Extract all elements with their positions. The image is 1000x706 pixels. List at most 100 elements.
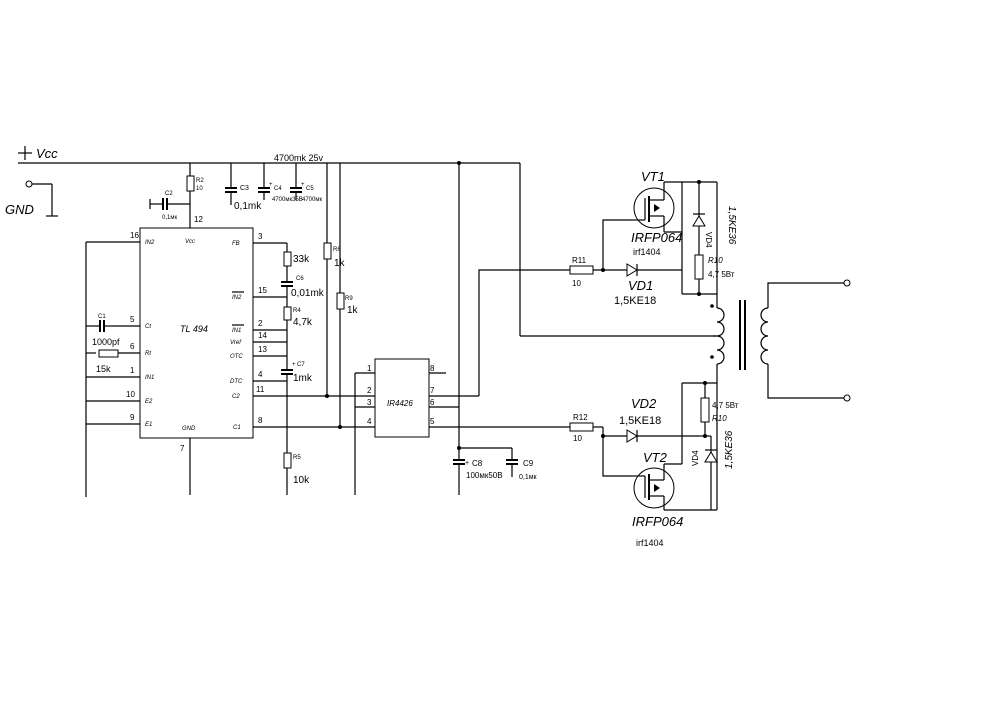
r11-ref: R11 (572, 256, 587, 265)
capacitor-c4: + C4 4700мк35В (258, 163, 303, 203)
resistor-r12: R12 10 (569, 413, 594, 443)
r4-value: 4,7k (293, 317, 313, 328)
tl494-pin16: 16 (130, 231, 139, 240)
resistor-r6: R6 1k (323, 163, 346, 396)
c7-ref: C7 (297, 362, 305, 368)
vd4-bot-ref: VD4 (691, 450, 700, 466)
c6-value: 0,01mk (291, 288, 325, 299)
vd1-value: 1,5KE18 (614, 295, 656, 307)
tl494-pin12: 12 (194, 215, 203, 224)
ir4426-pin3: 3 (367, 398, 372, 407)
ir4426-chip: IR4426 1 2 3 4 8 7 6 5 (330, 358, 570, 438)
tl494-pin1-label: IN1 (145, 375, 154, 381)
r2-value: 10 (196, 186, 203, 192)
c3-ref: C3 (240, 185, 249, 192)
gnd-label: GND (5, 202, 34, 217)
ir4426-pin2: 2 (367, 386, 372, 395)
r9-ref: R9 (345, 296, 353, 302)
vt2-part: IRFP064 (632, 514, 683, 529)
c9-ref: C9 (523, 459, 534, 468)
r10-top-ref: R10 (708, 256, 723, 265)
r3-value: 33k (293, 254, 310, 265)
capacitor-c2: C2 0,1мк (149, 191, 190, 221)
rt-value: 15k (96, 364, 111, 374)
resistor-r4: R4 4,7k (283, 306, 313, 328)
c8-ref: C8 (472, 459, 483, 468)
tl494-pin2: 2 (258, 319, 263, 328)
tl494-pin15-label: IN2 (232, 295, 242, 301)
mosfet-vt1: VT1 IRFP064 irf1404 (631, 169, 682, 257)
tl494-pin6-label: Rt (145, 351, 151, 357)
transformer (710, 279, 851, 402)
tl494-pin16-label: IN2 (145, 240, 155, 246)
c1-ref: C1 (98, 314, 106, 320)
vt1-ref: VT1 (641, 169, 665, 184)
c7-plus: + (292, 362, 296, 368)
vt1-part: IRFP064 (631, 230, 682, 245)
tl494-pin8-label: C1 (233, 425, 241, 431)
c8-plus: + (465, 460, 469, 467)
vd4-bot-value: 1,5KE36 (724, 430, 735, 469)
diode-vd1: VD1 1,5KE18 (614, 263, 682, 307)
r5-value: 10k (293, 475, 310, 486)
r4-ref: R4 (293, 308, 301, 314)
vd4-top-ref: VD4 (704, 232, 713, 248)
tl494-pin13-label: OTC (230, 354, 243, 360)
vd2-ref: VD2 (631, 396, 657, 411)
r10-bot-value: 4,7 5Вт (712, 401, 739, 410)
r2-ref: R2 (196, 178, 204, 184)
ir4426-pin8: 8 (430, 364, 435, 373)
capacitor-c8: + C8 100мк50В (453, 448, 503, 495)
r5-ref: R5 (293, 455, 301, 461)
r12-ref: R12 (573, 413, 588, 422)
vt2-alt: irf1404 (636, 538, 664, 548)
c5-ref: C5 (306, 186, 314, 192)
capacitor-c9: C9 0,1мк (506, 448, 538, 481)
c2-ref: C2 (165, 191, 173, 197)
resistor-r9: R9 1k (336, 163, 359, 427)
c8-value: 100мк50В (466, 471, 503, 480)
c3-value: 0,1mk (234, 201, 262, 212)
tl494-pin11: 11 (256, 385, 265, 394)
vt1-alt: irf1404 (633, 247, 661, 257)
r10-bot-ref: R10 (712, 414, 727, 423)
resistor-r10-upper: R10 4,7 5Вт (694, 254, 735, 280)
c2-value: 0,1мк (162, 215, 177, 221)
resistor-r3: 33k (283, 251, 310, 267)
tl494-pin3-label: FB (232, 241, 240, 247)
resistor-r2: R2 10 (186, 175, 204, 192)
r9-value: 1k (347, 305, 359, 316)
c6-ref: C6 (296, 276, 304, 282)
ir4426-pin7: 7 (430, 386, 435, 395)
vt2-ref: VT2 (643, 450, 668, 465)
resistor-r5: R5 10k (283, 452, 310, 486)
c9-value: 0,1мк (519, 474, 538, 481)
tl494-pin8: 8 (258, 416, 263, 425)
tl494-pin14: 14 (258, 331, 267, 340)
tl494-gnd-label: GND (182, 426, 196, 432)
capacitor-c1: C1 1000pf (92, 314, 120, 347)
tl494-pin5-label: Ct (145, 324, 151, 330)
tl494-pin11-label: C2 (232, 394, 240, 400)
resistor-r10-lower: 4,7 5Вт R10 (700, 397, 739, 423)
capacitor-c3: C3 0,1mk (225, 163, 262, 212)
r10-top-value: 4,7 5Вт (708, 270, 735, 279)
tl494-vcc-label: Vcc (185, 239, 195, 245)
rail-note: 4700mk 25v (274, 153, 324, 163)
mosfet-vt2: VT2 IRFP064 irf1404 (631, 450, 717, 548)
ir4426-pin5: 5 (430, 417, 435, 426)
tl494-pin2-label: IN1 (232, 328, 241, 334)
vcc-label: Vcc (36, 146, 58, 161)
upper-gate-wire (478, 269, 570, 396)
c7-value: 1mk (293, 373, 313, 384)
c1-value: 1000pf (92, 337, 120, 347)
tl494-pin10-label: E2 (145, 399, 153, 405)
tl494-pin9: 9 (130, 413, 135, 422)
tl494-pin10: 10 (126, 390, 135, 399)
c5-plus: + (301, 182, 305, 188)
tl494-pin4: 4 (258, 370, 263, 379)
c4-ref: C4 (274, 186, 282, 192)
resistor-rt: 15k (96, 349, 119, 374)
ir4426-pin6: 6 (430, 398, 435, 407)
tl494-pin3: 3 (258, 232, 263, 241)
